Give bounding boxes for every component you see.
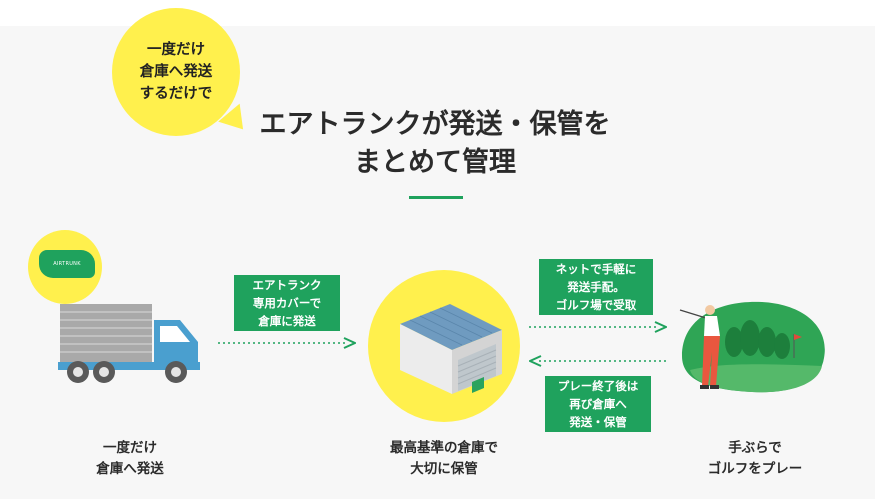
headline-underline: [409, 196, 463, 199]
arrow-right-icon: [218, 337, 356, 349]
info-line: 再び倉庫へ: [569, 397, 627, 411]
caption-line: 手ぶらで: [728, 440, 782, 456]
info-box-online-arrange: ネットで手軽に 発送手配。 ゴルフ場で受取: [539, 259, 653, 315]
caption-warehouse-storage: 最高基準の倉庫で 大切に保管: [364, 438, 524, 480]
headline-line-1: エアトランクが発送・保管を: [259, 109, 611, 140]
info-box-after-play: プレー終了後は 再び倉庫へ 発送・保管: [545, 376, 651, 432]
caption-line: 倉庫へ発送: [96, 461, 164, 477]
top-band: [0, 0, 875, 26]
bubble-line-1: 一度だけ: [147, 42, 205, 58]
bubble-line-3: するだけで: [139, 86, 213, 102]
headline-line-2: まとめて管理: [354, 147, 516, 178]
bubble-line-2: 倉庫へ発送: [139, 64, 213, 80]
caption-line: 一度だけ: [103, 440, 157, 456]
warehouse-icon: [400, 304, 502, 394]
info-line: ゴルフ場で受取: [555, 298, 637, 312]
airtrunk-card-icon: AIRTRUNK: [39, 250, 95, 278]
info-line: 発送手配。: [567, 280, 625, 294]
arrow-right-icon: [529, 321, 667, 333]
info-box-ship-to-warehouse: エアトランク 専用カバーで 倉庫に発送: [234, 275, 340, 331]
info-line: 発送・保管: [569, 415, 627, 429]
caption-line: ゴルフをプレー: [707, 461, 803, 477]
info-line: プレー終了後は: [557, 379, 639, 393]
speech-bubble: 一度だけ 倉庫へ発送 するだけで: [112, 8, 240, 136]
headline: エアトランクが発送・保管を まとめて管理: [210, 106, 660, 182]
arrow-left-icon: [529, 355, 667, 367]
truck-icon: [58, 304, 200, 383]
info-line: ネットで手軽に: [555, 262, 637, 276]
golfer-icon: [679, 301, 825, 393]
caption-line: 最高基準の倉庫で: [390, 440, 498, 456]
info-line: エアトランク: [252, 278, 322, 292]
caption-play-golf: 手ぶらで ゴルフをプレー: [685, 438, 825, 480]
caption-line: 大切に保管: [410, 461, 478, 477]
info-line: 倉庫に発送: [258, 314, 316, 328]
info-line: 専用カバーで: [252, 296, 322, 310]
caption-ship-once: 一度だけ 倉庫へ発送: [70, 438, 190, 480]
card-logo-text: AIRTRUNK: [53, 261, 81, 267]
